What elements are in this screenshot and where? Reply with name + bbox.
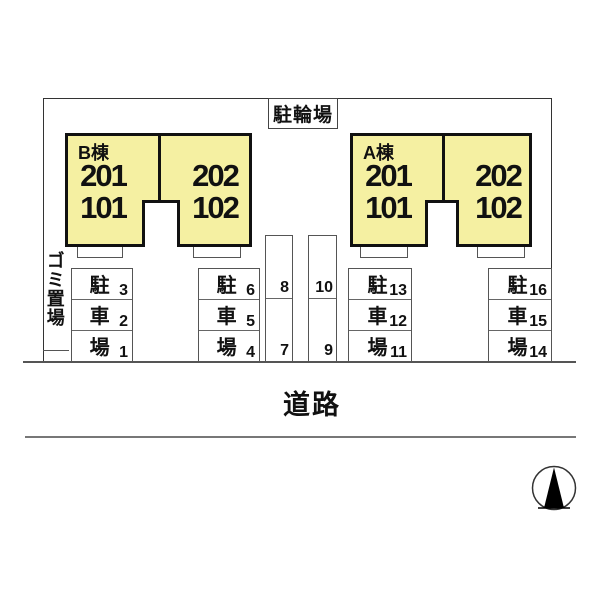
space-number: 2 [119,313,128,330]
parking-space-4: 場 4 [199,331,259,361]
parking-space-13: 駐 13 [349,269,411,300]
parking-kanji: 駐 [89,274,110,297]
garbage-area-label: ゴミ置場 [44,251,65,327]
parking-kanji: 場 [216,336,237,359]
building-a-entrance-notch [425,200,459,247]
parking-space-5: 車 5 [199,300,259,331]
parking-strip-1: 8 7 [265,235,293,362]
space-number: 9 [324,342,333,359]
parking-space-9: 9 [309,299,336,361]
building-a: A棟 201 101 202 102 [350,133,532,247]
parking-space-6: 駐 6 [199,269,259,300]
bicycle-parking-label: 駐輪場 [268,98,338,129]
road-edge-line-bottom [25,436,576,438]
parking-block-1: 駐 3 車 2 場 1 [71,268,133,362]
parking-kanji: 場 [367,336,388,359]
parking-kanji: 車 [89,305,110,328]
parking-kanji: 車 [367,305,388,328]
space-number: 10 [315,279,333,296]
building-a-right-units: 202 102 [475,158,523,225]
space-number: 13 [389,282,407,299]
building-b-right-units: 202 102 [192,158,240,225]
space-number: 15 [529,313,547,330]
building-b: B棟 201 101 202 102 [65,133,252,247]
north-arrow-icon [531,464,577,512]
space-number: 14 [529,344,547,361]
step-b-right [193,247,241,258]
building-a-name: A棟 [363,143,394,163]
road-label: 道路 [283,390,341,420]
parking-block-3: 駐 13 車 12 場 11 [348,268,412,362]
building-b-divider [158,136,161,203]
parking-space-16: 駐 16 [489,269,551,300]
building-b-entrance-notch [142,200,180,247]
parking-kanji: 駐 [216,274,237,297]
space-number: 3 [119,282,128,299]
parking-space-14: 場 14 [489,331,551,361]
building-a-divider [442,136,445,203]
parking-kanji: 駐 [367,274,388,297]
space-number: 16 [529,282,547,299]
parking-space-3: 駐 3 [72,269,132,300]
space-number: 5 [246,313,255,330]
space-number: 11 [390,344,407,361]
parking-strip-2: 10 9 [308,235,337,362]
parking-block-2: 駐 6 車 5 場 4 [198,268,260,362]
space-number: 1 [119,344,128,361]
building-a-left-units: 201 101 [365,158,413,225]
space-number: 7 [280,342,289,359]
space-number: 8 [280,279,289,296]
building-b-name: B棟 [78,143,109,163]
parking-kanji: 場 [89,336,110,359]
space-number: 12 [389,313,407,330]
parking-space-15: 車 15 [489,300,551,331]
parking-kanji: 車 [507,305,528,328]
garbage-area-divider [43,350,69,351]
space-number: 6 [246,282,255,299]
parking-space-11: 場 11 [349,331,411,361]
parking-space-2: 車 2 [72,300,132,331]
parking-space-12: 車 12 [349,300,411,331]
parking-kanji: 駐 [507,274,528,297]
parking-space-10: 10 [309,236,336,299]
parking-space-8: 8 [266,236,292,299]
parking-space-7: 7 [266,299,292,361]
step-a-left [360,247,408,258]
parking-block-4: 駐 16 車 15 場 14 [488,268,552,362]
parking-space-1: 場 1 [72,331,132,361]
step-b-left [77,247,123,258]
step-a-right [477,247,525,258]
parking-kanji: 車 [216,305,237,328]
building-b-left-units: 201 101 [80,158,128,225]
space-number: 4 [246,344,255,361]
road-edge-line-top [23,361,576,363]
parking-kanji: 場 [507,336,528,359]
